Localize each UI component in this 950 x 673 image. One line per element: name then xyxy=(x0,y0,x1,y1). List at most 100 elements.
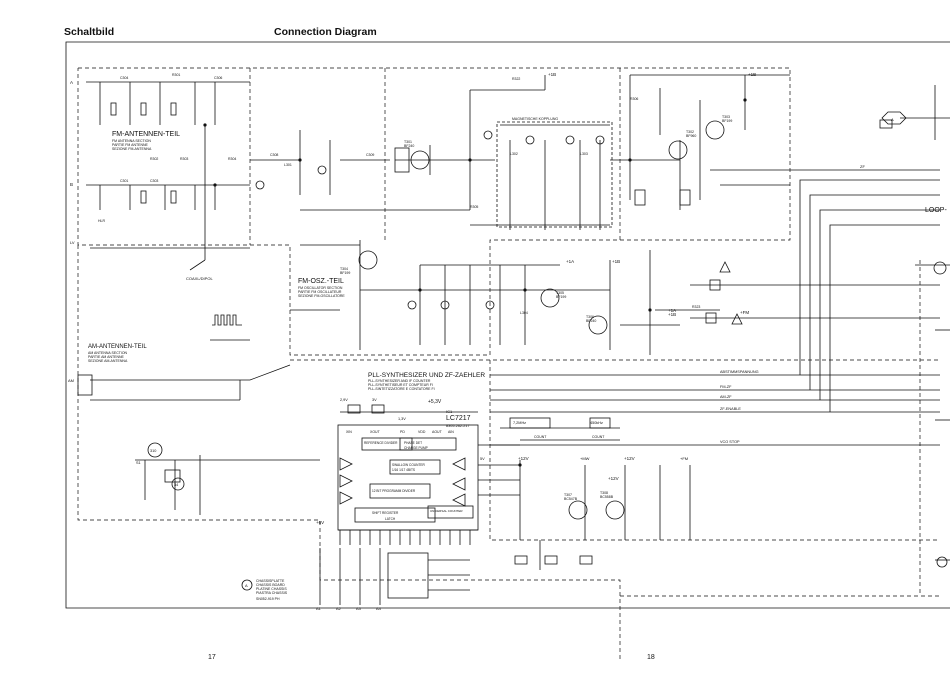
fm-antenna-sub-1: FM ANTENNA SECTION xyxy=(112,139,151,143)
voltage-1-3v: 1,3V xyxy=(398,417,406,421)
pll-sub-1: PLL-SYNTHESIZER AND IF COUNTER xyxy=(368,379,431,383)
signal-zf: ZF xyxy=(860,164,865,169)
transistor-t305-ref: T305 xyxy=(556,291,564,295)
am-antenna-sub-1: AM ANTENNA SECTION xyxy=(88,351,128,355)
transistor-t301-part: BF240 xyxy=(404,144,414,148)
transistor-t306-ref: T306 xyxy=(586,315,594,319)
transistor-t304-part: BF199 xyxy=(340,271,350,275)
transistor-t307-part: BC547B xyxy=(564,497,578,501)
chassis-note-4: PIASTRA CHASSIS xyxy=(256,591,288,595)
marker-34: 34 xyxy=(174,483,178,487)
ic-pin-xin: XIN xyxy=(346,430,352,434)
cap-c301: C301 xyxy=(120,179,128,183)
cap-c304: C304 xyxy=(120,76,128,80)
transistor-t301-ref: T301 xyxy=(404,140,412,144)
coil-l303: L303 xyxy=(580,152,588,156)
signal-vco-stop: VCO STOP xyxy=(720,440,740,444)
frame-border xyxy=(65,41,950,609)
ic-name: LC7217 xyxy=(446,415,471,422)
pll-sub-3: PLL-SINTETIZZATORE E CONTATORE FI xyxy=(368,387,435,391)
page-title-english: Connection Diagram xyxy=(274,26,377,38)
resistor-r323: R323 xyxy=(692,305,700,309)
signal-plus-fm-lower: +FM xyxy=(680,456,688,461)
fm-antenna-wiring xyxy=(86,74,790,271)
marker-hex-a: A xyxy=(891,117,894,122)
page-title-german: Schaltbild xyxy=(64,26,115,38)
page-number-left: 17 xyxy=(208,654,216,661)
crystal-7-2mhz: 7,2MHz xyxy=(513,421,526,425)
signal-plus-mw: +MW xyxy=(580,456,590,461)
am-antenna-title: AM-ANTENNEN-TEIL xyxy=(88,344,147,350)
transistor-t303-part: BF199 xyxy=(722,119,732,123)
block-reference-divider: REFERENCE DIVIDER xyxy=(364,441,398,445)
cap-c303: C303 xyxy=(150,179,158,183)
coil-l302: L302 xyxy=(510,152,518,156)
signal-plus-1b-top: +1B xyxy=(548,72,556,77)
transistor-t304-ref: T304 xyxy=(340,267,348,271)
cap-c309: C309 xyxy=(366,153,374,157)
am-antenna-sub-3: SEZIONE AM-ANTENNA xyxy=(88,359,128,363)
signal-plus-1b-osc: +1B xyxy=(612,259,620,264)
transistor-t302-ref: T302 xyxy=(686,130,694,134)
signal-zf-enable: ZF-ENABLE xyxy=(720,407,741,411)
signal-count-1: COUNT xyxy=(534,435,547,439)
transistor-t305-part: BF199 xyxy=(556,295,566,299)
block-latch: LATCH xyxy=(385,517,396,521)
resistor-r303: R303 xyxy=(180,157,188,161)
voltage-5v: 5V xyxy=(480,457,485,461)
transistor-t308-part: BC558B xyxy=(600,495,614,499)
ic-pin-pd: PD xyxy=(400,430,405,434)
input-a-label: A xyxy=(70,80,73,85)
pll-sub-2: PLL-SYNTHETISEUR ET COMPTEUR FI xyxy=(368,383,433,387)
resistor-r306: R306 xyxy=(630,97,638,101)
crystal-area xyxy=(500,417,620,441)
transistor-t308-ref: T308 xyxy=(600,491,608,495)
cap-c306: C306 xyxy=(214,76,222,80)
transistor-t302-part: BF960 xyxy=(686,134,696,138)
ic-pin-aout: AOUT xyxy=(432,430,443,434)
fm-antenna-sub-2: PARTIE FM ANTENNE xyxy=(112,143,149,147)
block-swallow-sub: 1/16 1/17 4BITS xyxy=(392,468,415,472)
chassis-part: SN052-919 PH xyxy=(256,597,280,601)
marker-s1: S1 xyxy=(136,461,141,465)
transistor-symbols xyxy=(358,120,725,520)
warning-triangle-icon xyxy=(719,261,731,273)
fm-osc-sub-1: FM OSCILLATOR SECTION xyxy=(298,286,343,290)
crystal-450khz: 450kHz xyxy=(590,421,603,425)
signal-plus-1b-lower: +1B xyxy=(668,312,676,317)
signal-plus-fm-upper: +FM xyxy=(740,310,749,315)
signal-plus-12v-1: +12V xyxy=(518,456,529,461)
signal-bus xyxy=(490,169,940,446)
resistor-r322: R322 xyxy=(512,77,520,81)
chassis-marker: A xyxy=(245,583,248,588)
driver-stage-wiring xyxy=(514,460,691,570)
loop-label: LOOP- xyxy=(925,207,947,214)
block-swallow-counter: SWALLOW COUNTER xyxy=(392,463,426,467)
resistor-r305: R305 xyxy=(470,205,478,209)
address-a3: A3 xyxy=(356,606,362,611)
block-universal-counter: UNIVERSAL COUNTER xyxy=(430,509,463,513)
magnetic-coupling-label: MAGNETISCHE KOPPLUNG xyxy=(512,117,558,121)
signal-plus-5v3: +5,3V xyxy=(428,399,442,405)
address-a4: A4 xyxy=(376,606,382,611)
signal-plus-1a-upper: +1A xyxy=(566,259,574,264)
input-b-label: B xyxy=(70,182,73,187)
ic-pin-xout: XOUT xyxy=(370,430,381,434)
marker-310: 310 xyxy=(150,449,156,453)
voltage-3v: 3V xyxy=(372,398,377,402)
coil-l304: L304 xyxy=(520,311,528,315)
signal-count-2: COUNT xyxy=(592,435,605,439)
block-programmable-divider: 12 BIT PROGRAMM DIVIDER xyxy=(372,489,416,493)
right-edge-components xyxy=(879,85,950,568)
cap-c308: C308 xyxy=(270,153,278,157)
address-a2: A2 xyxy=(336,606,342,611)
signal-plus-12v-2: +12V xyxy=(624,456,635,461)
ic-ref: IC1 xyxy=(446,409,453,414)
input-hlr-label: HLR xyxy=(98,219,105,223)
voltage-2-9v: 2,9V xyxy=(340,398,348,402)
fm-osc-sub-3: SEZIONE FM-OSCILLATORE xyxy=(298,294,345,298)
address-pin-area xyxy=(241,548,470,605)
transistor-t306-part: BF240 xyxy=(586,319,596,323)
block-phase-det: PHASE DET xyxy=(404,441,422,445)
fm-antenna-title: FM-ANTENNEN-TEIL xyxy=(112,131,180,138)
